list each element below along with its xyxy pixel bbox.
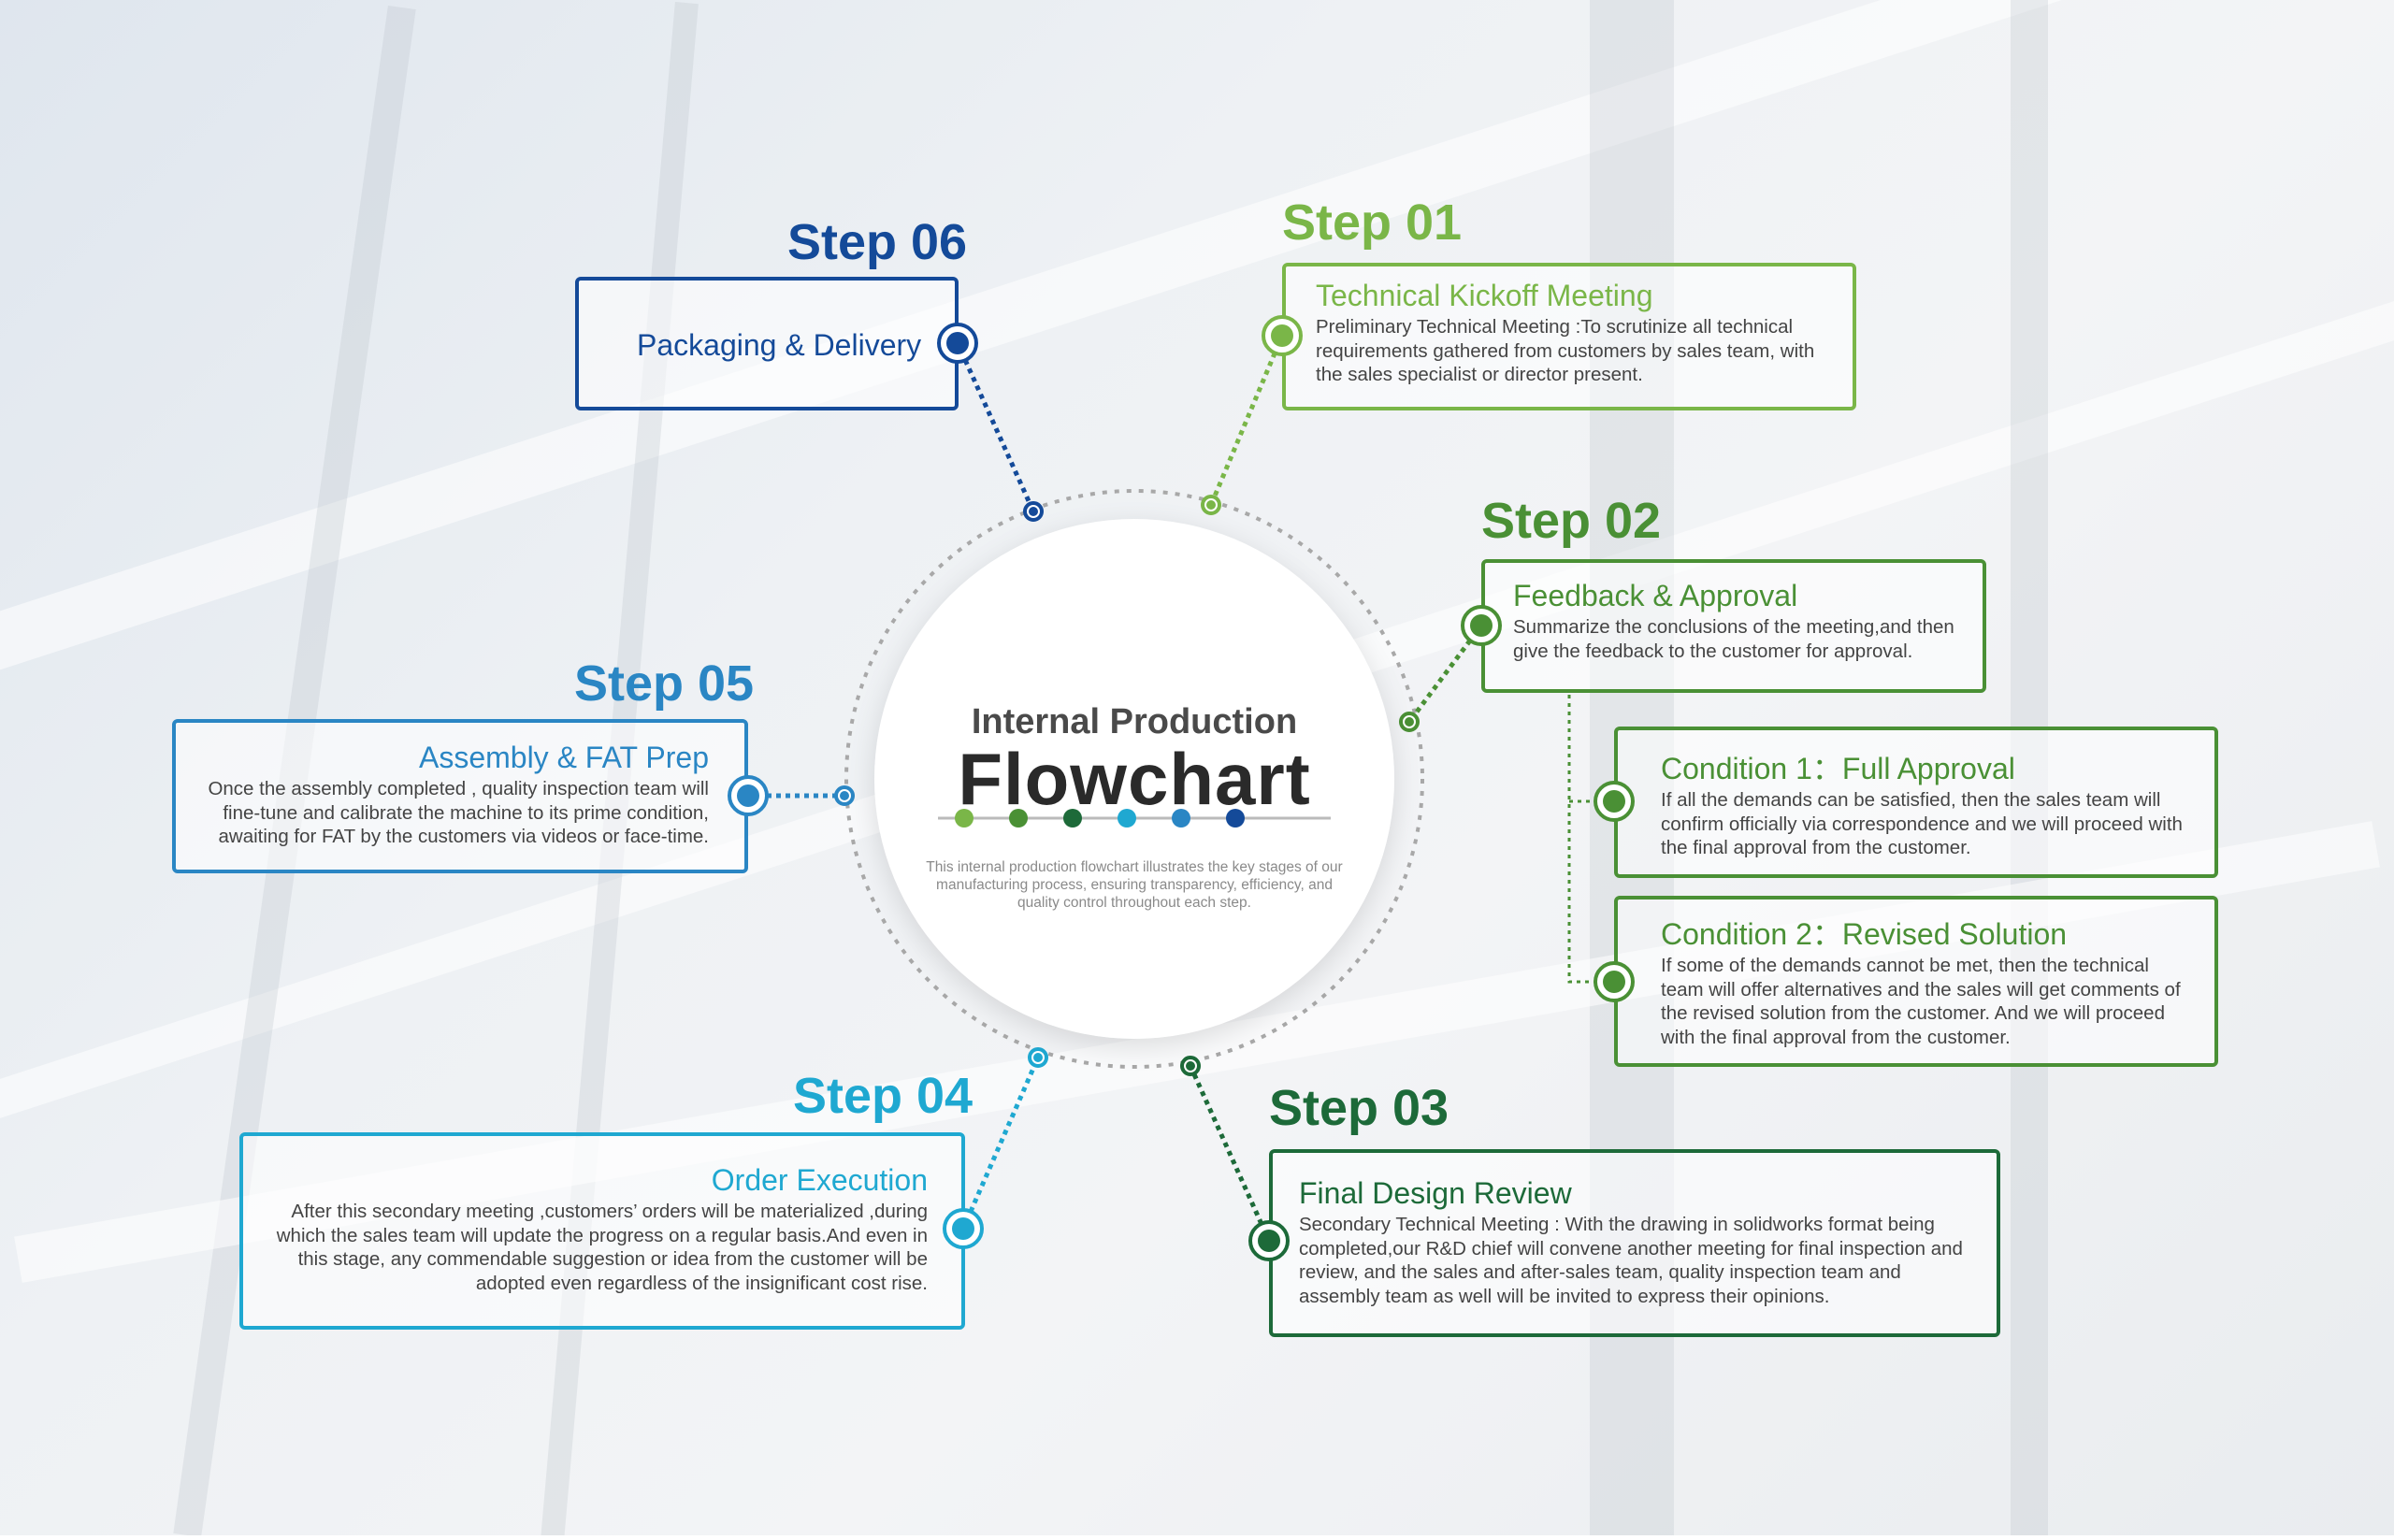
- step02-title: Feedback & Approval: [1513, 579, 1798, 612]
- step04-title: Order Execution: [711, 1163, 928, 1197]
- step01-card: Technical Kickoff Meeting Preliminary Te…: [1282, 263, 1856, 410]
- step03-card: Final Design Review Secondary Technical …: [1269, 1149, 2000, 1337]
- node-condition2: [1594, 961, 1635, 1002]
- center-title-line1: Internal Production: [971, 702, 1298, 741]
- connector-step06: [955, 341, 1036, 513]
- condition1-title: Condition 1：Full Approval: [1661, 752, 2015, 785]
- node-step03: [1248, 1220, 1290, 1261]
- step-color-dots: [938, 809, 1331, 828]
- connector-step04: [960, 1056, 1041, 1231]
- step02-description: Summarize the conclusions of the meeting…: [1513, 616, 1954, 662]
- node-step02: [1461, 605, 1502, 646]
- condition1-description: If all the demands can be satisfied, the…: [1661, 789, 2183, 858]
- step06-label: Step 06: [787, 214, 968, 270]
- node-step01: [1262, 315, 1303, 356]
- center-title-line2: Flowchart: [958, 738, 1311, 820]
- condition1-card: Condition 1：Full Approval If all the dem…: [1614, 727, 2218, 878]
- dot-step03: [1063, 809, 1082, 828]
- step05-title: Assembly & FAT Prep: [418, 741, 709, 774]
- step01-label: Step 01: [1282, 194, 1463, 251]
- step01-description: Preliminary Technical Meeting :To scruti…: [1316, 316, 1815, 385]
- dot-step04: [1118, 809, 1136, 828]
- step02-label: Step 02: [1481, 493, 1662, 549]
- dot-step05: [1172, 809, 1190, 828]
- center-circle: [874, 519, 1394, 1039]
- dashed-ring: [844, 489, 1424, 1069]
- step03-label: Step 03: [1269, 1080, 1449, 1136]
- step04-description: After this secondary meeting ,customers’…: [276, 1201, 928, 1294]
- ring-nodes: [834, 495, 1420, 1076]
- step05-label: Step 05: [574, 655, 755, 712]
- step05-card: Assembly & FAT Prep Once the assembly co…: [172, 719, 748, 873]
- node-condition1: [1594, 781, 1635, 822]
- center-description: This internal production flowchart illus…: [926, 859, 1343, 911]
- dot-step01: [955, 809, 973, 828]
- step06-title: Packaging & Delivery: [637, 328, 922, 362]
- connector-step03: [1188, 1064, 1272, 1243]
- step04-card: Order Execution After this secondary mee…: [239, 1132, 965, 1330]
- node-step06: [937, 323, 978, 364]
- step05-description: Once the assembly completed , quality in…: [208, 778, 709, 847]
- dot-step02: [1009, 809, 1028, 828]
- node-step05: [728, 775, 769, 816]
- condition2-title: Condition 2：Revised Solution: [1661, 917, 2068, 951]
- condition2-description: If some of the demands cannot be met, th…: [1661, 955, 2181, 1048]
- step03-title: Final Design Review: [1299, 1176, 1572, 1210]
- step02-card: Feedback & Approval Summarize the conclu…: [1481, 559, 1986, 693]
- center-title-block: Internal Production Flowchart This inter…: [901, 701, 1368, 912]
- connector-conditions: [1567, 695, 1614, 984]
- connector-step01: [1208, 335, 1285, 506]
- dot-step06: [1226, 809, 1245, 828]
- step03-description: Secondary Technical Meeting : With the d…: [1299, 1214, 1963, 1307]
- step04-label: Step 04: [793, 1068, 973, 1124]
- step06-card: Packaging & Delivery: [575, 277, 959, 410]
- step01-title: Technical Kickoff Meeting: [1316, 279, 1653, 312]
- node-step04: [943, 1208, 984, 1249]
